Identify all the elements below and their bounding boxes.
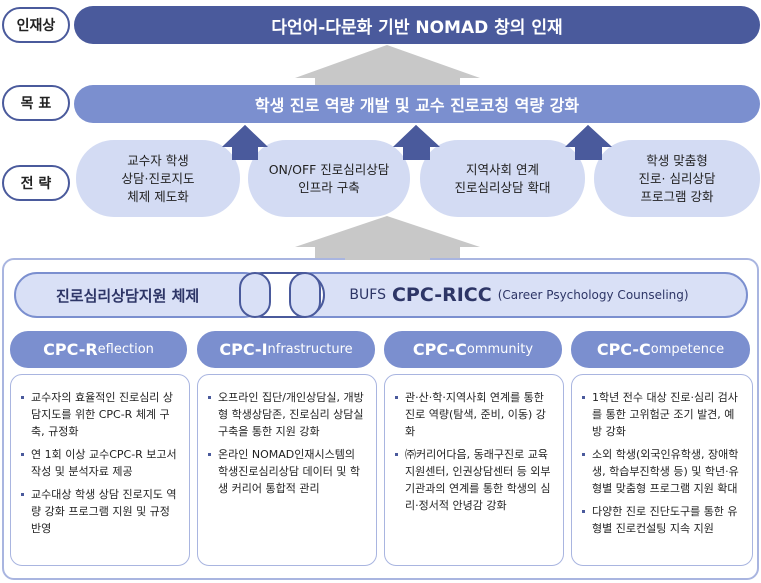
gray-up-arrow-icon	[295, 216, 480, 262]
list-item: 관·산·학·지역사회 연계를 통한 진로 역량(탐색, 준비, 이동) 강화	[395, 389, 555, 440]
system-right-pill: BUFS CPC-RICC (Career Psychology Counsel…	[290, 272, 748, 318]
list-item: 1학년 전수 대상 진로·심리 검사를 통한 고위험군 조기 발견, 예방 강화	[582, 389, 744, 440]
list-item: 소외 학생(외국인유학생, 장애학생, 학습부진학생 등) 및 학년·유형별 맞…	[582, 446, 744, 497]
system-prefix: BUFS	[349, 287, 386, 303]
list-item: 교수자의 효율적인 진로심리 상담지도를 위한 CPC-R 체계 구축, 규정화	[21, 389, 181, 440]
system-name: CPC-RICC	[391, 284, 492, 306]
list-item: ㈜커리어다음, 동래구진로 교육지원센터, 인권상담센터 등 외부기관과의 연계…	[395, 446, 555, 514]
pillar-box-reflection: 교수자의 효율적인 진로심리 상담지도를 위한 CPC-R 체계 구축, 규정화…	[10, 374, 190, 566]
arrow-overlay	[222, 125, 612, 160]
list-item: 다양한 진로 진단도구를 통한 유형별 진로컨설팅 지속 지원	[582, 503, 744, 537]
list-item: 교수대상 학생 상담 진로지도 역량 강화 프로그램 지원 및 규정 반영	[21, 486, 181, 537]
strategy-4: 학생 맞춤형 진로· 심리상담 프로그램 강화	[594, 140, 760, 217]
talent-bar: 다언어-다문화 기반 NOMAD 창의 인재	[74, 6, 760, 44]
system-left-pill: 진로심리상담지원 체제	[14, 272, 267, 318]
link-rings-icon	[239, 272, 325, 318]
list-item: 오프라인 집단/개인상담실, 개방형 학생상담존, 진로심리 상담실 구축을 통…	[208, 389, 368, 440]
strategy-3: 지역사회 연계 진로심리상담 확대	[420, 140, 585, 217]
list-item: 연 1회 이상 교수CPC-R 보고서 작성 및 분석자료 제공	[21, 446, 181, 480]
list-item: 온라인 NOMAD인재시스템의 학생진로심리상담 데이터 및 학생 커리어 통합…	[208, 446, 368, 497]
pillar-box-competence: 1학년 전수 대상 진로·심리 검사를 통한 고위험군 조기 발견, 예방 강화…	[571, 374, 753, 566]
system-sub: (Career Psychology Counseling)	[497, 288, 689, 302]
goal-label: 목 표	[2, 85, 70, 121]
strategy-1: 교수자 학생 상담·진로지도 체제 제도화	[76, 140, 240, 217]
pillar-box-community: 관·산·학·지역사회 연계를 통한 진로 역량(탐색, 준비, 이동) 강화 ㈜…	[384, 374, 564, 566]
gray-up-arrow-icon	[295, 45, 480, 85]
pillar-box-infrastructure: 오프라인 집단/개인상담실, 개방형 학생상담존, 진로심리 상담실 구축을 통…	[197, 374, 377, 566]
strategy-2: ON/OFF 진로심리상담 인프라 구축	[248, 140, 410, 217]
goal-bar: 학생 진로 역량 개발 및 교수 진로코칭 역량 강화	[74, 85, 760, 123]
arrow-overlay-2	[345, 248, 430, 260]
strategy-label: 전 략	[2, 165, 70, 201]
talent-label: 인재상	[2, 7, 70, 43]
